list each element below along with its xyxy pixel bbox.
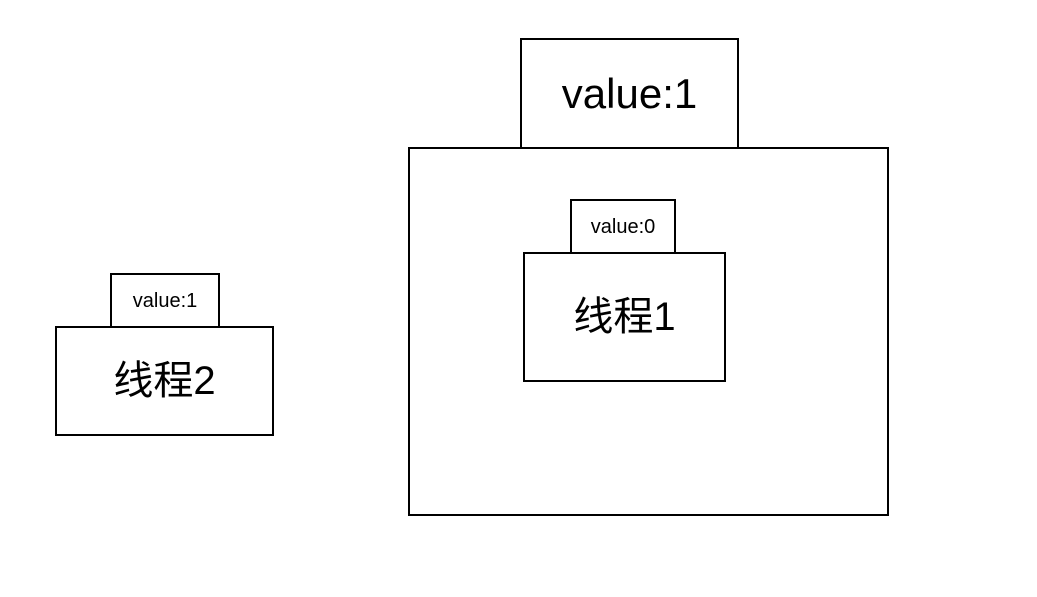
shared-value-tag: value:1: [520, 38, 739, 149]
thread2-box: 线程2: [55, 326, 274, 436]
thread1-box: 线程1: [523, 252, 726, 382]
shared-value-label: value:1: [561, 69, 698, 117]
thread2-value-tag: value:1: [110, 273, 220, 328]
thread1-value-tag: value:0: [570, 199, 676, 254]
thread2-value-label: value:1: [132, 289, 198, 312]
thread1-name: 线程1: [573, 295, 676, 339]
thread2-name: 线程2: [113, 359, 216, 403]
thread1-value-label: value:0: [590, 215, 656, 238]
